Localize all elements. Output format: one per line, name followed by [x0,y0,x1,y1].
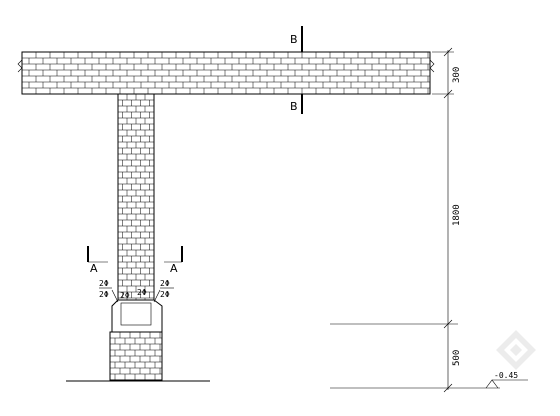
dim-footing-height: 500 [452,350,462,366]
section-b-bottom-label: B [290,100,298,113]
callout-left-leader [111,289,119,303]
dim-beam-depth: 300 [452,67,462,83]
callout-right-inner: 2Φ [137,288,147,297]
elevation-value: -0.45 [494,371,518,380]
callout-right-top: 2Φ [160,279,170,288]
callout-right-leader [153,289,161,303]
elevation-marker: -0.45 [485,371,528,389]
footing-core [120,302,152,326]
beam-break-right [429,59,435,73]
tick-4 [443,383,453,393]
dimension-chain: 300 1800 500 [330,47,500,393]
section-a-left-label: A [90,262,98,275]
footing [109,299,163,381]
section-a-right-label: A [170,262,178,275]
section-cut-b: B B [290,26,303,114]
tick-2 [443,89,453,99]
column-brick-grid [118,94,154,300]
callout-left-top: 2Φ [99,279,109,288]
tick-3 [443,319,453,329]
tick-1 [443,47,453,57]
section-b-top-label: B [290,33,298,46]
rebar-callouts: 2Φ 2Φ 2Φ 2Φ 2Φ 2Φ [99,279,174,303]
beam-break-left [17,59,23,73]
beam [17,51,435,95]
dim-column-height: 1800 [452,204,462,226]
footing-brick-grid [110,332,162,380]
elevation-triangle [485,379,499,389]
callout-left-inner: 2Φ [120,291,130,300]
watermark-logo [496,330,536,370]
callout-right-bottom: 2Φ [160,290,170,299]
section-cut-a: A A [87,246,183,275]
column [117,93,155,301]
callout-left-bottom: 2Φ [99,290,109,299]
beam-brick-grid [22,52,430,94]
